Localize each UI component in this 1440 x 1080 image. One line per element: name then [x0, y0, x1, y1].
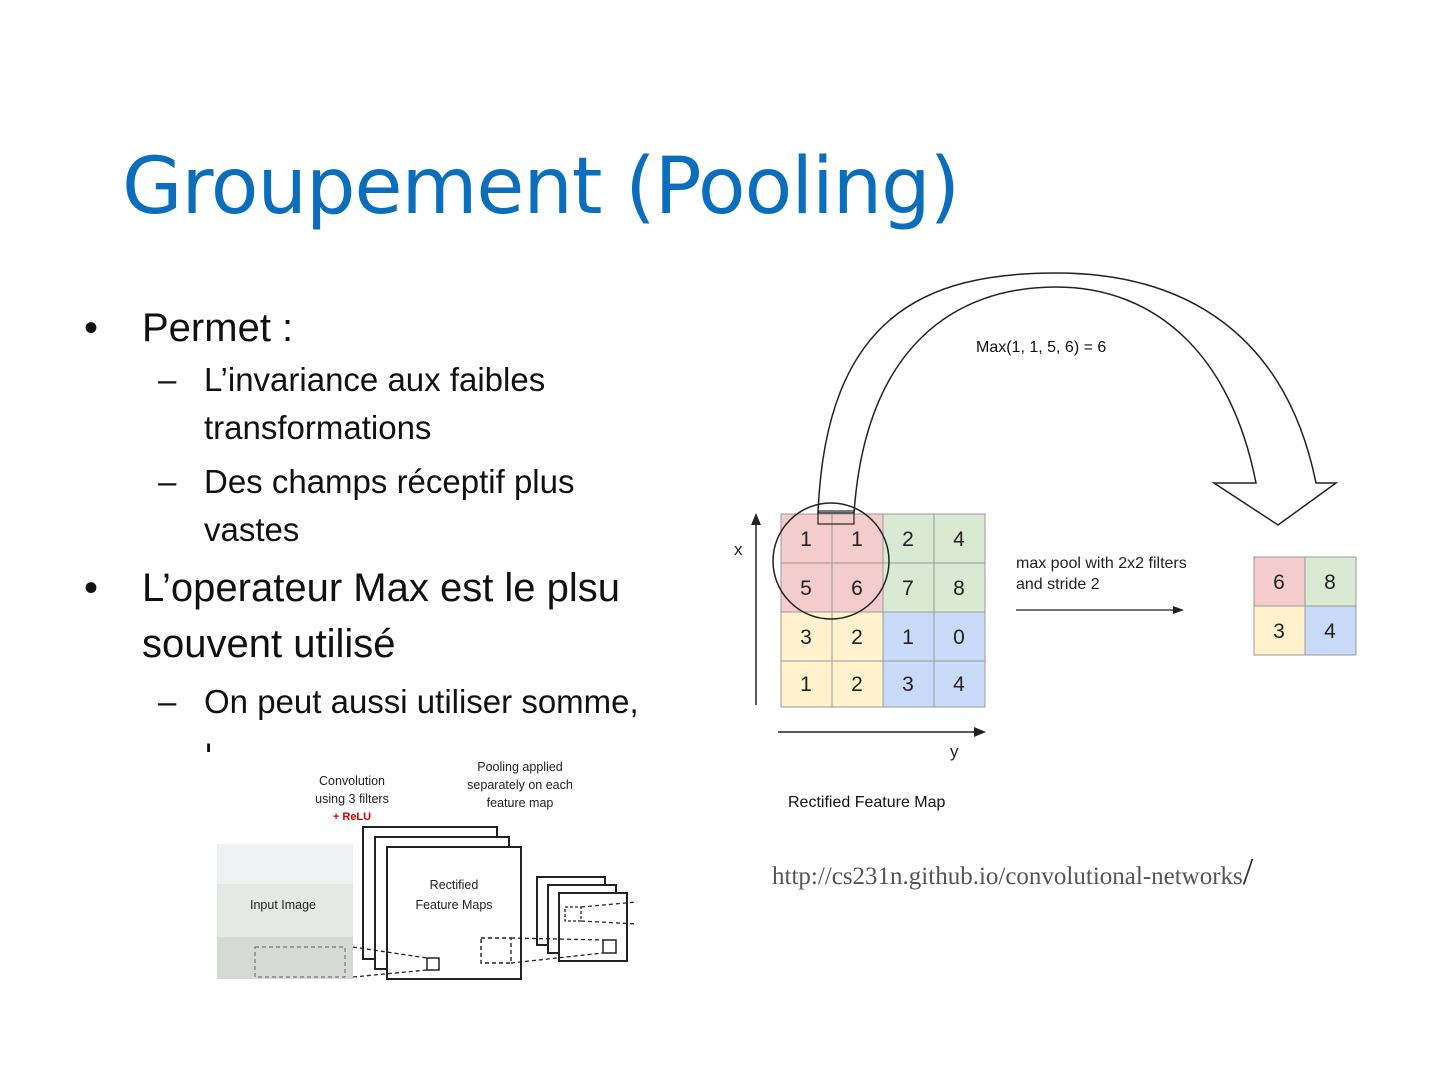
max-pool-diagram: Max(1, 1, 5, 6) = 6 x y 1 1 2 4 5 6 7 8 … [734, 272, 1357, 811]
axis-x-label: x [734, 540, 743, 559]
pool-window-box [480, 937, 512, 964]
grid-cell: 1 [902, 626, 914, 649]
grid-cell: 4 [953, 528, 965, 551]
feature-map-caption: Rectified Feature Map [788, 794, 946, 811]
curved-arrow [817, 272, 1339, 526]
sub-bullet-text-line2: vastes [204, 511, 300, 548]
sub-bullet-text-line1: On peut aussi utiliser somme, [204, 683, 639, 720]
grid-cell: 1 [800, 528, 812, 551]
bullet-permet: • Permet : [84, 300, 734, 356]
pool-label-line2: separately on each [467, 778, 573, 792]
source-url[interactable]: http://cs231n.github.io/convolutional-ne… [772, 850, 1253, 894]
source-url-slash: / [1242, 851, 1254, 893]
grid-cell: 1 [851, 528, 863, 551]
grid-cell: 1 [800, 673, 812, 696]
pooled-map-stack [536, 876, 628, 962]
grid-cell: 0 [953, 626, 965, 649]
grid-cell: 4 [953, 673, 965, 696]
grid-cell: 3 [800, 626, 812, 649]
feature-maps-label-line1: Rectified [430, 878, 479, 892]
output-cell: 3 [1273, 620, 1285, 643]
grid-cell: 7 [902, 577, 914, 600]
conv-label-relu: + ReLU [333, 811, 371, 823]
bullet-text: Permet : [142, 306, 294, 350]
sub-bullet-text-line1: Des champs réceptif plus [204, 463, 575, 500]
axis-y-label: y [950, 742, 959, 761]
grid-cell: 2 [851, 673, 863, 696]
axis-arrowhead [751, 513, 761, 525]
output-cell: 6 [1273, 571, 1285, 594]
pool-arrow-head [1173, 606, 1184, 614]
pool-description-line1: max pool with 2x2 filters [1016, 555, 1187, 572]
sub-bullet-text-partial: ı [204, 731, 214, 768]
sub-bullet-text-line2: transformations [204, 409, 432, 446]
bullet-max-operator: • L’operateur Max est le plsu souvent ut… [84, 560, 734, 672]
bullet-text-line2: souvent utilisé [142, 622, 396, 666]
grid-cell: 2 [902, 528, 914, 551]
input-image-thumbnail [217, 844, 353, 979]
sub-bullet-invariance: – L’invariance aux faibles transformatio… [84, 356, 734, 452]
pool-label-line1: Pooling applied [477, 760, 563, 774]
max-formula: Max(1, 1, 5, 6) = 6 [976, 339, 1106, 356]
sub-bullet-alternatives: – On peut aussi utiliser somme, ı [84, 678, 734, 774]
grid-cell: 6 [851, 577, 863, 600]
output-cell: 8 [1324, 571, 1336, 594]
grid-cell: 8 [953, 577, 965, 600]
sub-bullet-dash: – [158, 683, 177, 720]
input-grid: 1 1 2 4 5 6 7 8 3 2 1 0 1 2 3 4 [780, 513, 986, 708]
receptive-field-box [426, 957, 440, 971]
output-grid: 6 8 3 4 [1253, 556, 1357, 656]
cnn-pipeline-diagram: Convolution using 3 filters + ReLU Pooli… [205, 752, 645, 987]
feature-maps-label-line2: Feature Maps [415, 898, 492, 912]
sub-bullet-text-line1: L’invariance aux faibles [204, 361, 546, 398]
axis-arrowhead [974, 727, 986, 737]
output-cell: 4 [1324, 620, 1336, 643]
pool-label-line3: feature map [487, 796, 554, 810]
grid-cell: 2 [851, 626, 863, 649]
sub-bullet-dash: – [158, 361, 177, 398]
slide-title: Groupement (Pooling) [122, 142, 960, 232]
arrow-tail-box [817, 510, 855, 525]
bullet-dot: • [84, 566, 99, 610]
source-url-text[interactable]: http://cs231n.github.io/convolutional-ne… [772, 863, 1243, 890]
grid-cell: 5 [800, 577, 812, 600]
input-image-label: Input Image [250, 898, 316, 912]
conv-label-line1: Convolution [319, 774, 385, 788]
pool-description-line2: and stride 2 [1016, 576, 1100, 593]
grid-cell: 3 [902, 673, 914, 696]
conv-label-line2: using 3 filters [315, 792, 389, 806]
sub-bullet-receptive-fields: – Des champs réceptif plus vastes [84, 458, 734, 554]
feature-map-stack [362, 826, 522, 980]
pool-window-circle [772, 502, 890, 620]
bullet-text-line1: L’operateur Max est le plsu [142, 566, 621, 610]
sub-bullet-dash: – [158, 463, 177, 500]
bullet-list: • Permet : – L’invariance aux faibles tr… [84, 300, 734, 774]
bullet-dot: • [84, 306, 99, 350]
